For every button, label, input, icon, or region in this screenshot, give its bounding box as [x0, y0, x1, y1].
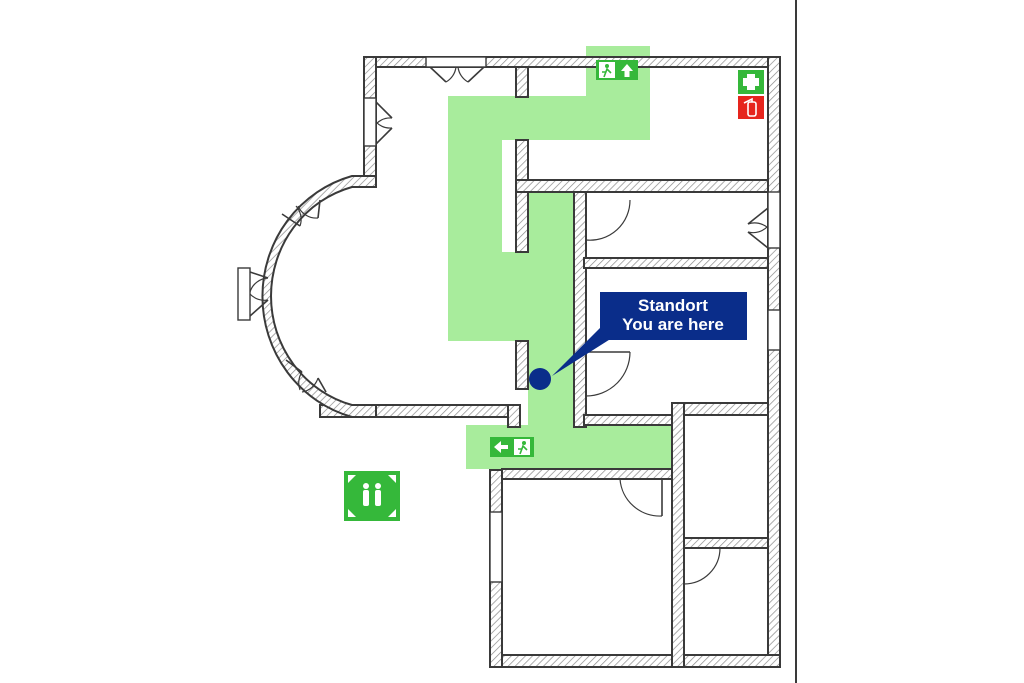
first-aid-icon	[738, 70, 764, 94]
you-are-here-marker: Standort You are here	[529, 292, 747, 390]
you-are-here-label-box	[600, 292, 747, 340]
escape-route	[448, 46, 672, 469]
emergency-exit-up-arrow-icon	[596, 60, 638, 80]
windows	[237, 56, 781, 583]
interior-walls	[501, 66, 769, 668]
doors	[249, 66, 769, 585]
label-standort: Standort	[638, 296, 708, 315]
label-you-are-here: You are here	[622, 315, 724, 334]
fire-extinguisher-icon	[738, 96, 764, 119]
assembly-point-icon	[344, 471, 400, 521]
location-dot	[529, 368, 551, 390]
emergency-exit-left-arrow-icon	[490, 437, 534, 457]
